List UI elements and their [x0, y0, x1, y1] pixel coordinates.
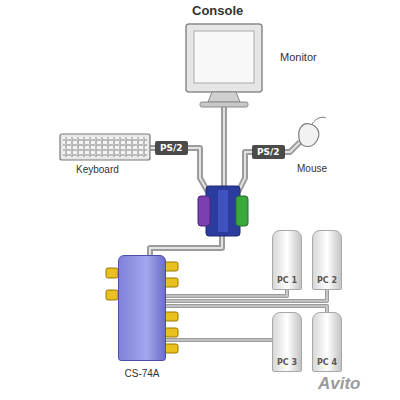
node-label: CS-74A: [124, 368, 159, 379]
connector-block: [198, 186, 248, 236]
node-label: PC 1: [273, 276, 301, 285]
pc-tower: PC 4: [312, 312, 342, 372]
watermark: Avito: [318, 374, 361, 394]
pc-cable: [166, 340, 272, 341]
node-label: PC 4: [313, 358, 341, 367]
port-tag: PS/2: [155, 141, 188, 155]
part-label: Monitor: [280, 51, 317, 63]
node-label: PS/2: [160, 143, 183, 153]
pc-cable: [166, 290, 327, 301]
part-label: Mouse: [297, 163, 327, 174]
pc-cable: [166, 306, 327, 312]
pc-tower: PC 2: [312, 230, 342, 290]
pc-cable: [166, 290, 287, 296]
node-label: PC 3: [273, 358, 301, 367]
mouse: [299, 117, 326, 146]
pc-tower: PC 1: [272, 230, 302, 290]
kvm-switch: CS-74A: [118, 255, 166, 361]
title: Console: [192, 3, 243, 18]
pc-tower: PC 3: [272, 312, 302, 372]
node-label: PC 2: [313, 276, 341, 285]
port-tag: PS/2: [252, 145, 285, 159]
node-label: PS/2: [257, 147, 280, 157]
part-label: Keyboard: [76, 164, 119, 175]
monitor: [186, 24, 262, 107]
keyboard: [60, 134, 150, 160]
